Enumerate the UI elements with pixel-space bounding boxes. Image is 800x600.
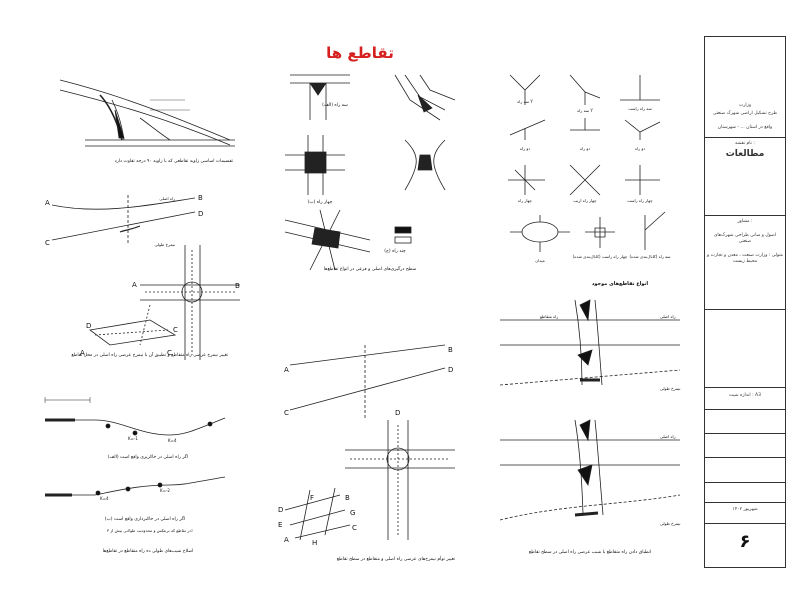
type-label-4: دو راه <box>520 146 530 151</box>
label-f-6: F <box>310 494 314 502</box>
intersection-types-figure <box>508 74 666 252</box>
label-a-1: A <box>45 199 50 207</box>
label-k1: K=-1 <box>128 436 138 441</box>
tb-subject: مطالعات <box>725 149 765 159</box>
type-label-3: سه راه راست <box>628 106 652 111</box>
label-c-3: C <box>167 349 172 357</box>
title-block: وزارت طرح تشکیل اراضی شهرک صنعتی واقع در… <box>704 36 786 568</box>
label-b-1: B <box>198 194 203 202</box>
label-sub-a: (الف) اگر راه اصلی در خاکریزی واقع است <box>108 453 188 460</box>
label-main-road-3: راه اصلی <box>660 434 676 439</box>
label-d-2: D <box>86 322 91 330</box>
type-label-11: چهار راه راست (کانال‌بندی شده) <box>573 254 628 259</box>
label-b-4: B <box>448 346 453 354</box>
type-label-1: سه راه Y <box>517 99 533 104</box>
label-c-4: C <box>284 409 289 417</box>
caption-traffic: سطح درگیری‌های اصلی و فرعی در انواع تقاط… <box>324 265 417 272</box>
label-h-6: H <box>312 539 317 547</box>
caption-alignment: انطباق دادن راه متقاطع با شیب عرضی راه ا… <box>529 550 651 555</box>
tb-consultant-label: مشاور : <box>737 219 753 224</box>
caption-types: انواع تقاطع‌های موجود <box>592 281 649 287</box>
label-type-a: (الف) سه راه <box>322 102 348 108</box>
profile-change-figure <box>284 344 455 541</box>
label-a-4: A <box>284 366 289 374</box>
tb-client: متولی : وزارت صنعت ، معدن و تجارت و محیط… <box>707 253 783 264</box>
label-g-6: G <box>350 509 355 517</box>
label-k4: K=4 <box>168 438 177 443</box>
label-profile-2: نیمرخ طولی <box>660 386 681 391</box>
label-a-3: A <box>80 349 85 357</box>
caption-angle: تقسیمات اساسی زاویه تقاطعی که با زاویه ۹… <box>115 158 234 164</box>
label-type-c: (ج) چند راه <box>384 248 406 254</box>
tb-project: طرح تشکیل اراضی شهرک صنعتی <box>712 111 778 116</box>
long-slope-figure <box>44 397 226 497</box>
label-main-road-1: راه اصلی <box>159 196 175 201</box>
label-a-6: A <box>284 536 289 544</box>
traffic-conflict-figure <box>284 74 456 271</box>
label-e-6: E <box>278 521 282 529</box>
tb-sheet-number: ۶ <box>739 531 751 552</box>
caption-profile-change: تغییر توأم نیمرخ‌های عرضی راه اصلی و متق… <box>337 555 456 562</box>
alignment-figure <box>499 299 681 521</box>
label-profile-3: نیمرخ طولی <box>660 521 681 526</box>
label-k4b: K=4 <box>100 496 109 501</box>
label-main-road-2: راه اصلی <box>660 314 676 319</box>
label-c-6: C <box>352 524 357 532</box>
type-label-2: سه راه Y <box>577 108 593 113</box>
label-b-6: B <box>345 494 350 502</box>
tb-consultant: اصول و مبانی طراحی شهرک‌های صنعتی <box>713 233 777 244</box>
type-label-5: دو راه <box>580 146 590 151</box>
label-profile-1: نیمرخ طولی <box>155 242 176 247</box>
caption-profile-cross: تغییر نیمرخ عرضی راه متقاطع و تطبیق آن ب… <box>71 352 228 358</box>
label-d-4: D <box>448 366 453 374</box>
label-type-b: (ب) چهار راه <box>308 199 333 205</box>
label-d-6: D <box>278 506 283 514</box>
sheet-title: تقاطع ها <box>326 44 394 62</box>
label-b-2: B <box>235 282 240 290</box>
label-c-2: C <box>173 326 178 334</box>
label-a-2: A <box>132 281 137 289</box>
type-label-8: چهار راه اریب <box>573 198 597 203</box>
type-label-12: سه راه (کانال‌بندی شده) <box>629 254 671 259</box>
label-note: در تقاطع که برعکس و محدودیت طولانی بیش ا… <box>107 528 193 533</box>
tb-date: شهریور ۱۴۰۲ <box>732 507 758 512</box>
label-d-5: D <box>395 409 400 417</box>
angle-intersection-figure <box>59 79 235 147</box>
tb-scale: اندازه شیت : A3 <box>729 393 761 398</box>
label-cross-road-1: راه متقاطع <box>540 314 558 319</box>
tb-subject-label: نام نقشه : <box>735 141 755 146</box>
label-sub-b: (ب) اگر راه اصلی در خاکبرداری واقع است <box>105 515 185 522</box>
label-k2: K=-2 <box>160 488 170 493</box>
label-d-1: D <box>198 210 203 218</box>
label-c-1: C <box>45 239 50 247</box>
cross-profile-figure <box>51 195 240 360</box>
type-label-7: چهار راه <box>518 198 532 203</box>
tb-location: واقع در استان ... - شهرستان <box>717 125 773 130</box>
tb-org: وزارت <box>738 103 751 108</box>
caption-long-slope: اصلاح شیب‌های طولی ده راه متقاطع در تقاط… <box>103 549 194 554</box>
type-label-10: میدان <box>535 258 545 263</box>
type-label-9: چهار راه راست <box>627 198 653 203</box>
type-label-6: دو راه <box>635 146 645 151</box>
